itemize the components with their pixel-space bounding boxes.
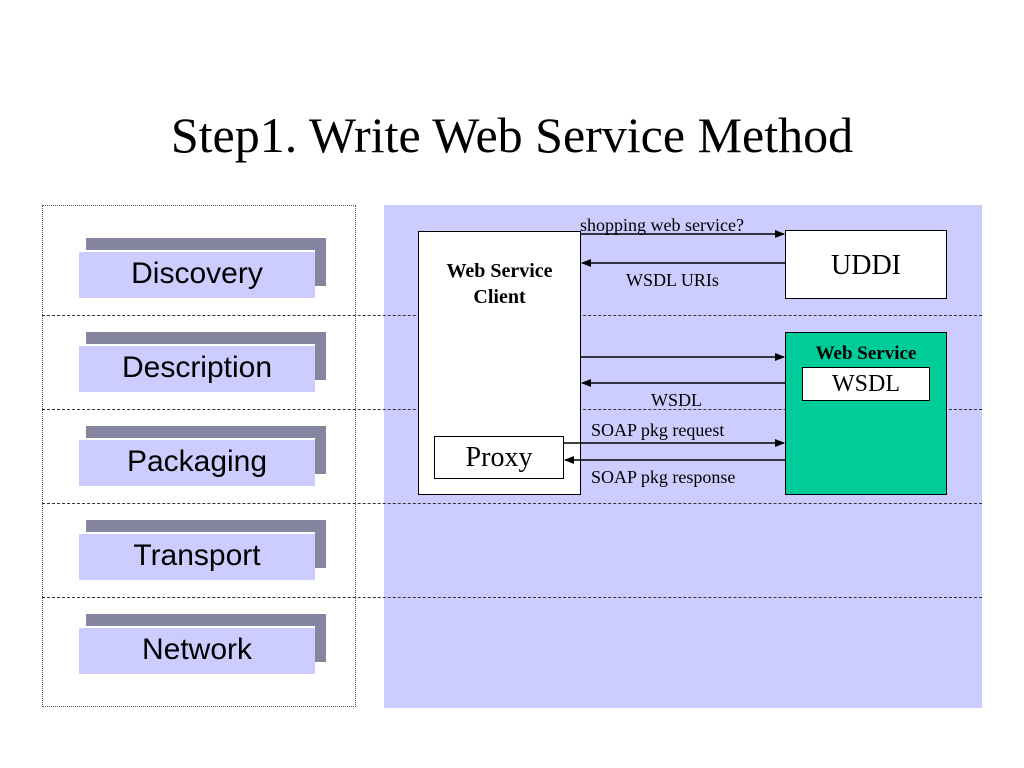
label-wsdl: WSDL [651,390,702,410]
uddi-box: UDDI [785,230,947,299]
slide-title: Step1. Write Web Service Method [170,107,854,163]
layer-separator [42,503,982,504]
web-service-label: Web Service [815,343,917,364]
layer-discovery: Discovery [77,250,315,298]
label-soap-request: SOAP pkg request [591,420,725,440]
layer-description: Description [77,344,315,392]
label-soap-response: SOAP pkg response [591,467,736,487]
web-service-box: Web Service [785,332,947,495]
label-wsdl-uris: WSDL URIs [626,270,719,290]
client-label-line2: Client [473,286,526,308]
wsdl-document-box: WSDL [802,367,930,401]
client-label-line1: Web Service [446,260,553,282]
layer-packaging: Packaging [77,438,315,486]
protocol-stack-panel [42,205,356,707]
layer-transport: Transport [77,532,315,580]
proxy-box: Proxy [434,436,564,479]
label-query: shopping web service? [580,215,744,235]
layer-separator [42,597,982,598]
layer-network: Network [77,626,315,674]
client-label: Web Service Client [419,258,580,310]
